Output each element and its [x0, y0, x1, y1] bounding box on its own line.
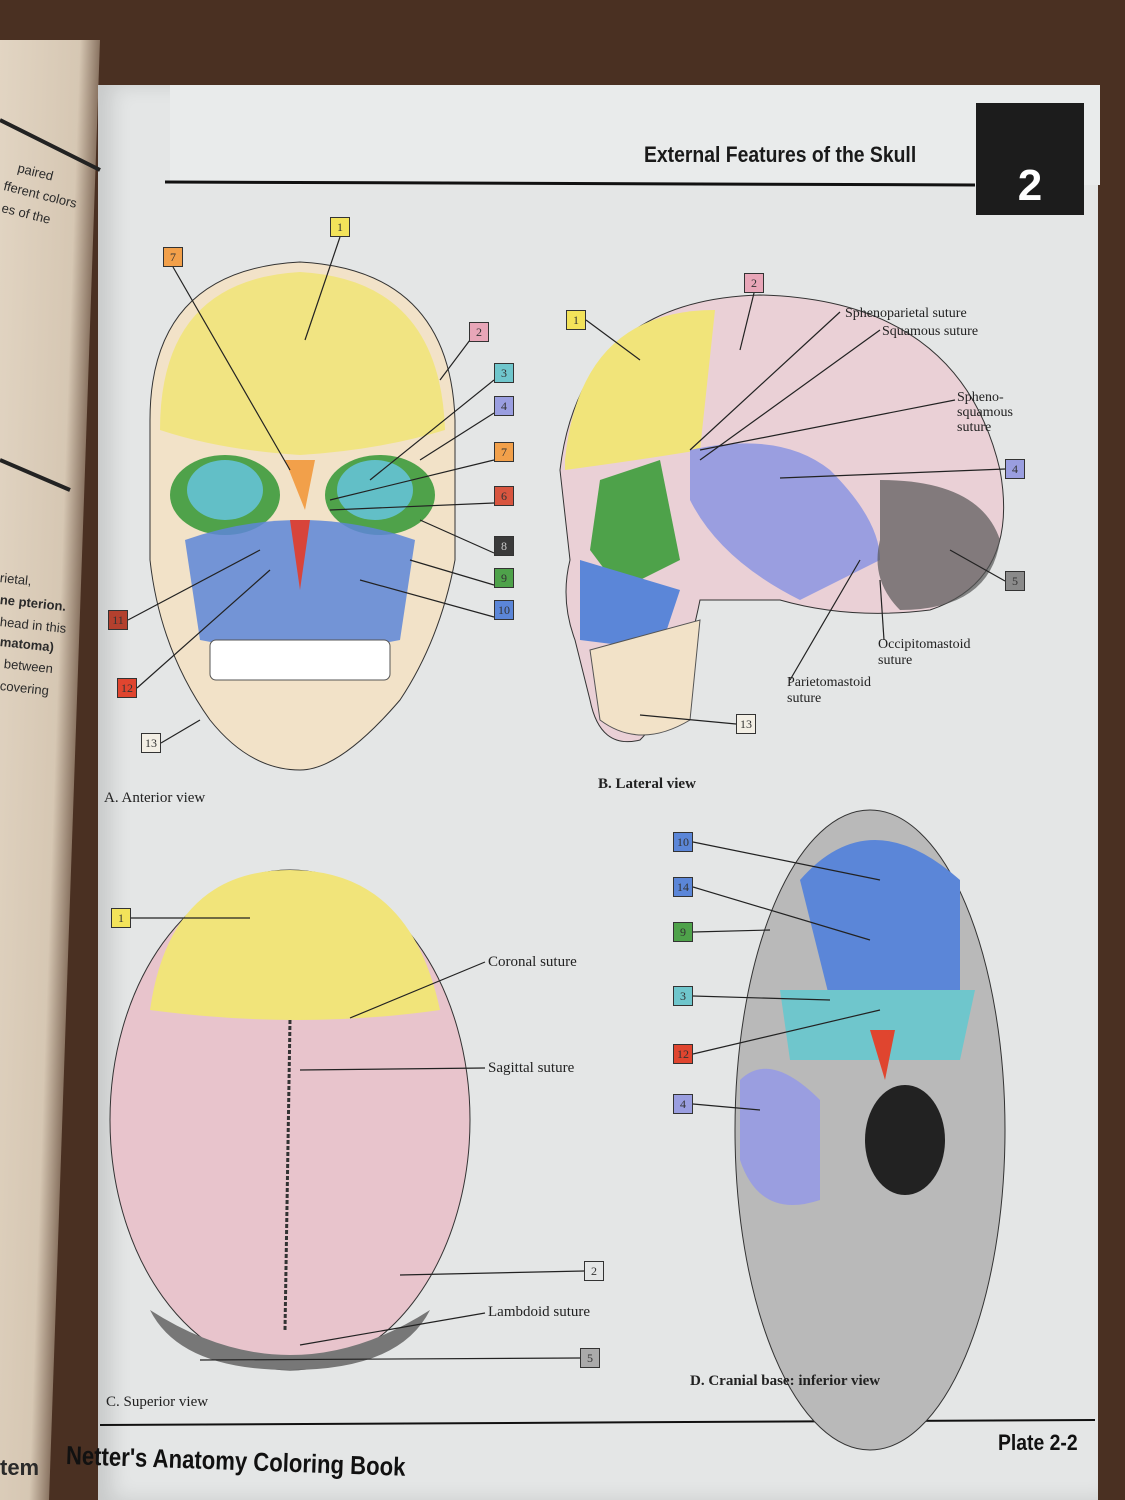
label-4: 4 — [494, 396, 514, 416]
label-14: 14 — [673, 877, 693, 897]
label-12: 12 — [117, 678, 137, 698]
label-10: 10 — [494, 600, 514, 620]
lateral-skull-drawing — [559, 294, 1005, 743]
suture-label: Parietomastoid — [787, 675, 871, 690]
label-5: 5 — [580, 1348, 600, 1368]
suture-label: suture — [787, 691, 822, 706]
caption-inferior: D. Cranial base: inferior view — [690, 1373, 881, 1389]
suture-label: suture — [878, 653, 913, 668]
suture-label: Sagittal suture — [488, 1060, 575, 1076]
header-band — [170, 85, 1100, 185]
label-1: 1 — [111, 908, 131, 928]
suture-label: Occipitomastoid — [878, 637, 971, 652]
superior-skull-drawing — [109, 869, 471, 1371]
label-1: 1 — [330, 217, 350, 237]
suture-label: Lambdoid suture — [488, 1304, 591, 1320]
label-11: 11 — [108, 610, 128, 630]
suture-label: Squamous suture — [882, 324, 979, 339]
label-7: 7 — [494, 442, 514, 462]
suture-label: Sphenoparietal suture — [845, 306, 967, 321]
label-6: 6 — [494, 486, 514, 506]
anterior-skull-drawing — [149, 261, 456, 771]
label-2: 2 — [469, 322, 489, 342]
suture-label: suture — [957, 420, 992, 435]
label-10: 10 — [673, 832, 693, 852]
label-1: 1 — [566, 310, 586, 330]
label-4: 4 — [1005, 459, 1025, 479]
label-2: 2 — [744, 273, 764, 293]
label-12: 12 — [673, 1044, 693, 1064]
chapter-tab: 2 — [976, 103, 1084, 215]
label-7: 7 — [163, 247, 183, 267]
caption-lateral: B. Lateral view — [598, 776, 696, 792]
label-13: 13 — [141, 733, 161, 753]
leader-lines — [127, 236, 1006, 1361]
label-2: 2 — [584, 1261, 604, 1281]
suture-label: Spheno- — [957, 390, 1004, 405]
label-3: 3 — [673, 986, 693, 1006]
caption-superior: C. Superior view — [106, 1394, 209, 1410]
inferior-skull-drawing — [734, 809, 1006, 1451]
label-3: 3 — [494, 363, 514, 383]
label-4: 4 — [673, 1094, 693, 1114]
suture-label: squamous — [957, 405, 1013, 420]
plate-number: Plate 2-2 — [998, 1430, 1078, 1455]
suture-label: Coronal suture — [488, 954, 577, 970]
label-5: 5 — [1005, 571, 1025, 591]
label-8: 8 — [494, 536, 514, 556]
label-13: 13 — [736, 714, 756, 734]
caption-anterior: A. Anterior view — [104, 790, 206, 806]
margin-footer-fragment: tem — [0, 1455, 40, 1480]
page-title: External Features of the Skull — [644, 142, 917, 167]
label-9: 9 — [494, 568, 514, 588]
label-9: 9 — [673, 922, 693, 942]
